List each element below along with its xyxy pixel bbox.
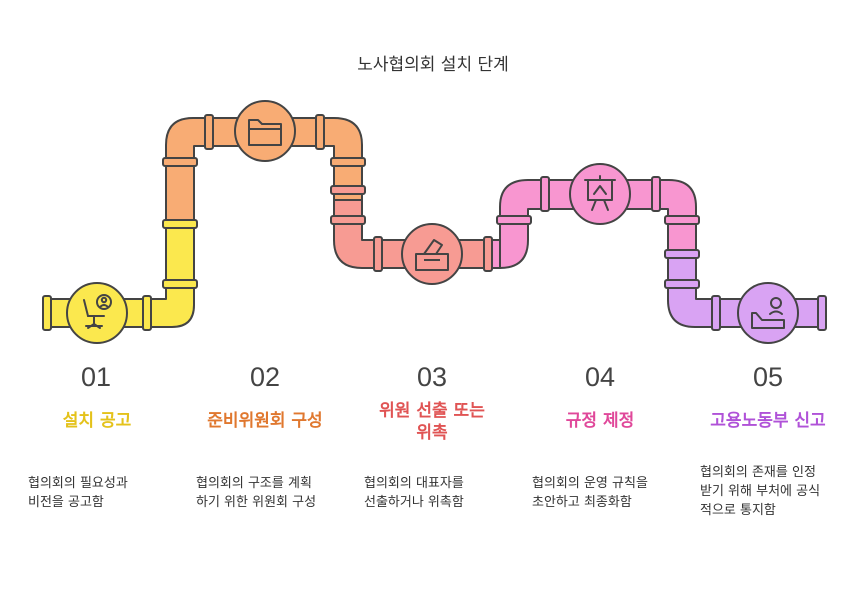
pipe-collar	[664, 279, 700, 289]
step-node-3	[401, 223, 463, 285]
pipe-collar	[42, 295, 52, 331]
step-number-4: 04	[584, 362, 616, 392]
step-description-2: 협의회의 구조를 계획 하기 위한 위원회 구성	[196, 476, 317, 510]
pipe-collar	[204, 114, 214, 150]
step-label-2: 준비위원회 구성	[207, 411, 323, 431]
step-label-5: 고용노동부 신고	[710, 411, 826, 431]
pipe-collar	[711, 295, 721, 331]
pipe-collar	[664, 249, 700, 259]
step-description-1: 협의회의 필요성과 비전을 공고함	[28, 476, 128, 510]
ballot-box-icon	[415, 239, 449, 271]
step-node-2	[234, 100, 296, 162]
pipe-collar	[373, 236, 383, 272]
step-node-1	[66, 282, 128, 344]
step-label-4: 규정 제정	[565, 411, 635, 431]
pipe-collar	[651, 176, 661, 212]
pipe-collar	[330, 185, 366, 195]
pipe-collar	[162, 279, 198, 289]
hand-report-icon	[751, 297, 785, 329]
step-node-5	[737, 282, 799, 344]
step-description-4: 협의회의 운영 규칙을 초안하고 최종화함	[532, 476, 648, 510]
pipe-collar	[142, 295, 152, 331]
pipe-riser-1	[149, 224, 195, 328]
pipe-collar	[664, 215, 700, 225]
step-description-5: 협의회의 존재를 인정 받기 위해 부처에 공식 적으로 통지함	[700, 465, 821, 518]
step-label-3: 위원 선출 또는 위촉	[379, 401, 485, 443]
presentation-board-icon	[584, 175, 616, 211]
step-number-2: 02	[249, 362, 281, 392]
diagram-title: 노사협의회 설치 단계	[357, 55, 509, 75]
step-number-1: 01	[80, 362, 112, 392]
pipe-collar	[496, 215, 532, 225]
office-chair-person-icon	[83, 294, 112, 329]
pipe-collar	[540, 176, 550, 212]
step-number-5: 05	[752, 362, 784, 392]
pipe-collar	[330, 215, 366, 225]
pipe-collar	[817, 295, 827, 331]
pipe-collar	[162, 219, 198, 229]
pipe-collar	[330, 157, 366, 167]
pipe-collar	[162, 157, 198, 167]
step-description-3: 협의회의 대표자를 선출하거나 위촉함	[364, 476, 464, 510]
folder-icon	[248, 119, 282, 146]
step-label-1: 설치 공고	[62, 411, 132, 431]
step-node-4	[569, 163, 631, 225]
step-number-3: 03	[416, 362, 448, 392]
pipe-collar	[483, 236, 493, 272]
pipe-collar	[315, 114, 325, 150]
